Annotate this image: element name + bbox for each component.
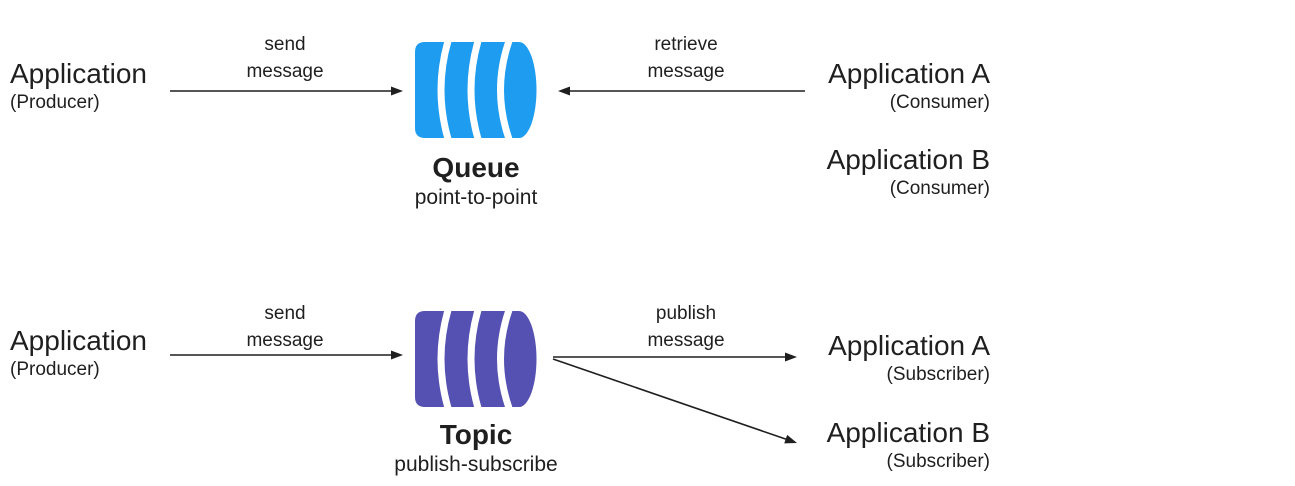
queue-consumer-a-role: (Consumer) <box>889 92 990 113</box>
queue-consumer-a-name: Application A <box>828 58 990 89</box>
topic-subscriber-b-role: (Subscriber) <box>886 451 990 472</box>
send-message-label-queue: send message <box>246 34 324 82</box>
queue-consumer-b-role: (Consumer) <box>889 178 990 199</box>
topic-subscriber-a-name: Application A <box>828 330 990 361</box>
retrieve-message-label: retrieve message <box>647 34 725 82</box>
topic-subscriber-b-node: Application B (Subscriber) <box>827 416 990 474</box>
queue-producer-node: Application (Producer) <box>10 57 147 115</box>
topic-node-subtitle: publish-subscribe <box>394 453 558 476</box>
topic-producer-role: (Producer) <box>10 359 100 380</box>
topic-subscriber-b-name: Application B <box>826 417 990 448</box>
publish-message-label: publish message <box>647 303 725 351</box>
publish-message-arrow-subscriber-b <box>552 358 798 444</box>
queue-node-caption: Queue point-to-point <box>415 151 538 211</box>
topic-producer-name: Application <box>10 325 147 356</box>
queue-producer-name: Application <box>10 58 147 89</box>
topic-cylinder-icon <box>415 311 537 407</box>
topic-node-caption: Topic publish-subscribe <box>394 418 557 478</box>
topic-subscriber-a-node: Application A (Subscriber) <box>828 329 990 387</box>
queue-cylinder-icon <box>415 42 537 138</box>
queue-node-title: Queue <box>432 152 520 183</box>
queue-producer-role: (Producer) <box>10 92 100 113</box>
queue-consumer-b-node: Application B (Consumer) <box>827 143 990 201</box>
queue-consumer-b-name: Application B <box>826 144 990 175</box>
topic-subscriber-a-role: (Subscriber) <box>886 364 990 385</box>
topic-node-title: Topic <box>439 419 513 450</box>
topic-producer-node: Application (Producer) <box>10 324 147 382</box>
queue-node-subtitle: point-to-point <box>414 186 538 209</box>
send-message-label-topic: send message <box>246 303 324 351</box>
queue-consumer-a-node: Application A (Consumer) <box>828 57 990 115</box>
